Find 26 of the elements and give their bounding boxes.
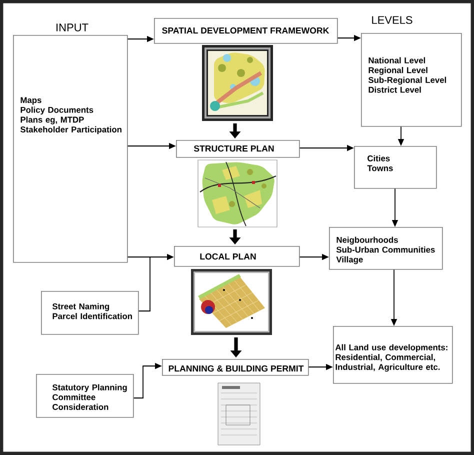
column-heading: INPUT <box>56 24 88 32</box>
list-box: Statutory Planning Committee Consideration <box>36 374 134 418</box>
stage-box: LOCAL PLAN <box>174 246 300 267</box>
connector-line <box>138 256 150 312</box>
node-label: Policy Documents <box>20 106 94 115</box>
list-box: All Land use developments: Residential, Commercial, Industrial, Agriculture etc. <box>333 326 453 384</box>
node-label: National Level <box>368 57 426 64</box>
list-box: Cities Towns <box>354 146 437 189</box>
node-label: Sub-Regional Level <box>368 76 446 85</box>
map-drawing <box>191 269 272 335</box>
list-box: Neigbourhoods Sub-Urban Communities Village <box>329 227 443 270</box>
node-label: Maps <box>20 97 42 105</box>
stage-box: STRUCTURE PLAN <box>176 140 300 158</box>
stage-box: SPATIAL DEVELOPMENT FRAMEWORK <box>154 18 338 44</box>
column-heading: LEVELS <box>372 16 412 24</box>
list-box: Street Naming Parcel Identification <box>41 291 139 335</box>
map-drawing <box>202 45 273 121</box>
node-label: District Level <box>368 86 421 93</box>
list-box: National Level Regional Level Sub-Regional Level District Level <box>361 33 462 127</box>
list-box: Maps Policy Documents Plans eg, MTDP Stakeholder Participation <box>13 35 128 263</box>
node-label: Stakeholder Participation <box>20 126 122 134</box>
node-label: Plans eg, MTDP <box>20 116 84 124</box>
connector-line <box>127 256 150 258</box>
node-label: Regional Level <box>368 67 428 75</box>
stage-box: PLANNING & BUILDING PERMIT <box>162 359 309 376</box>
document-drawing <box>218 382 260 446</box>
